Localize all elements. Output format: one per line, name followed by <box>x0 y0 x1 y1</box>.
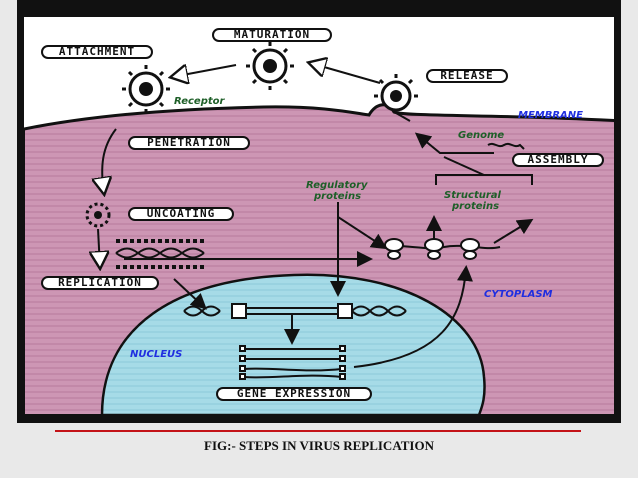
virus-budding <box>374 74 418 112</box>
region-label-membrane: MEMBRANE <box>518 110 583 121</box>
annotation-regulatory-line1: Regulatory <box>306 180 368 191</box>
nuclear-dna <box>183 303 407 319</box>
virus-mature <box>246 42 294 90</box>
ribosome-polysome <box>375 238 501 260</box>
viral-dna-cytoplasm <box>115 239 205 269</box>
stage-label-assembly: ASSEMBLY <box>512 153 604 167</box>
diagram-canvas <box>24 42 614 415</box>
annotation-structural-line2: proteins <box>452 201 500 212</box>
stage-label-penetration: PENETRATION <box>128 136 250 150</box>
arrow-entry <box>102 128 117 193</box>
annotation-receptor: Receptor <box>174 96 225 107</box>
arrow-release-to-maturation <box>310 63 381 84</box>
genome-squiggle <box>487 142 525 150</box>
stage-label-maturation: MATURATION <box>212 28 332 42</box>
arrow-maturation-to-attachment <box>172 64 237 77</box>
mrna-transcripts <box>239 345 346 380</box>
arrow-mrna-export <box>353 265 473 368</box>
arrow-uncoating-to-replication <box>98 228 100 267</box>
stage-label-gene-expression: GENE EXPRESSION <box>216 387 372 401</box>
cell-membrane <box>24 103 614 131</box>
virus-uncoating <box>85 202 111 228</box>
arrow-replication-to-nucleus <box>173 278 207 310</box>
annotation-structural-line1: Structural <box>444 190 501 201</box>
virus-attached <box>122 65 170 113</box>
arrow-genome-to-membrane <box>414 132 494 154</box>
stage-label-release: RELEASE <box>426 69 508 83</box>
annotation-regulatory-line2: proteins <box>314 191 362 202</box>
figure-caption: FIG:- STEPS IN VIRUS REPLICATION <box>204 438 434 453</box>
arrow-assembly-to-genome <box>443 156 485 176</box>
stage-label-uncoating: UNCOATING <box>128 207 234 221</box>
arrow-regulatory-feedback <box>337 207 388 250</box>
stage-label-attachment: ATTACHMENT <box>41 45 153 59</box>
arrow-to-budding <box>395 112 411 122</box>
stage-label-replication: REPLICATION <box>41 276 159 290</box>
caption-rule <box>55 430 581 432</box>
annotation-genome: Genome <box>458 130 505 141</box>
arrow-structural-up <box>493 218 534 244</box>
region-label-cytoplasm: CYTOPLASM <box>484 289 553 300</box>
region-label-nucleus: NUCLEUS <box>130 349 183 360</box>
virus-replication-diagram: ATTACHMENT MATURATION RELEASE PENETRATIO… <box>24 17 614 415</box>
